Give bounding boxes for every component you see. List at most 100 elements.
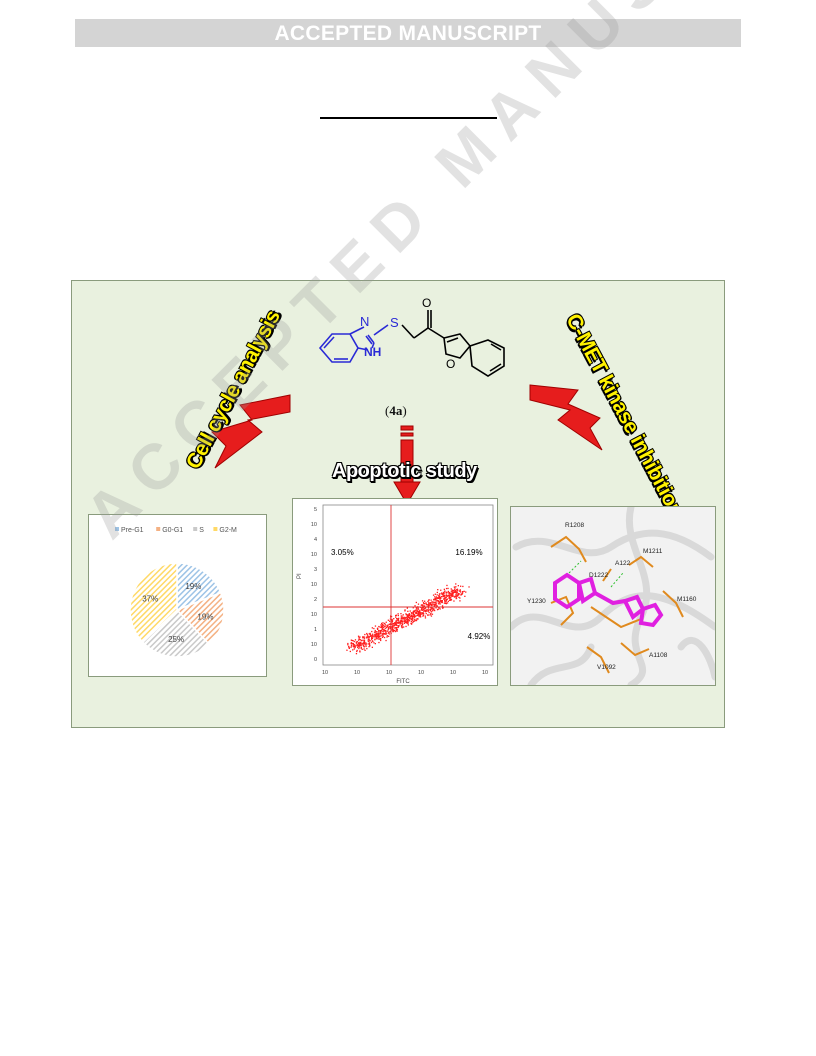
flow-event-dot <box>433 608 435 610</box>
x-tick-label: 10 <box>418 670 424 676</box>
flow-event-dot <box>378 637 380 639</box>
flow-event-dot <box>364 649 366 651</box>
pie-slice <box>175 591 225 646</box>
flow-event-dot <box>417 614 420 616</box>
flow-event-dot <box>417 613 419 615</box>
flow-event-dot <box>422 614 425 616</box>
flow-event-dot <box>419 611 421 613</box>
flow-event-dot <box>392 626 394 628</box>
flow-event-dot <box>431 601 433 603</box>
flow-event-dot <box>429 614 431 616</box>
flow-event-dot <box>421 608 423 610</box>
flow-event-dot <box>383 622 386 625</box>
flow-event-dot <box>374 639 376 641</box>
flow-event-dot <box>444 600 446 602</box>
flow-event-dot <box>437 603 440 605</box>
flow-event-dot <box>449 599 451 601</box>
flow-event-dot <box>441 593 443 595</box>
flow-event-dot <box>381 624 383 626</box>
flow-event-dot <box>410 622 412 625</box>
flow-event-dot <box>393 625 395 627</box>
flow-event-dot <box>365 636 368 638</box>
flow-event-dot <box>389 631 391 633</box>
flow-event-dot <box>382 628 384 630</box>
flow-event-dot <box>433 603 435 606</box>
flow-event-dot <box>369 633 371 635</box>
flow-event-dot <box>411 615 413 617</box>
flow-event-dot <box>451 593 453 595</box>
flow-event-dot <box>438 600 440 603</box>
flow-event-dot <box>415 620 417 622</box>
flow-event-dot <box>357 646 359 648</box>
flow-event-dot <box>399 620 401 622</box>
flow-event-dot <box>374 643 376 645</box>
residue-label: R1208 <box>565 522 585 529</box>
flow-event-dot <box>451 595 453 597</box>
flow-event-dot <box>407 620 409 622</box>
flow-event-dot <box>373 642 375 644</box>
accepted-manuscript-banner: ACCEPTED MANUSCRIPT <box>75 19 741 47</box>
flow-event-dot <box>384 625 387 627</box>
flow-event-dot <box>444 601 446 603</box>
flow-event-dot <box>393 618 395 620</box>
flow-event-dot <box>391 619 394 621</box>
flow-event-dot <box>394 627 396 629</box>
flow-event-dot <box>410 621 413 623</box>
flow-event-dot <box>363 641 366 644</box>
flow-event-dot <box>458 593 460 595</box>
flow-event-dot <box>380 637 382 640</box>
flow-event-dot <box>447 594 449 597</box>
flow-event-dot <box>388 623 390 625</box>
flow-event-dot <box>414 615 416 617</box>
flow-event-dot <box>374 629 376 632</box>
flow-event-dot <box>461 593 463 595</box>
flow-event-dot <box>459 597 461 599</box>
flow-event-dot <box>374 625 377 627</box>
flow-event-dot <box>422 604 424 606</box>
pie-legend-swatch <box>156 527 161 531</box>
flow-event-dot <box>403 619 406 621</box>
flow-event-dot <box>396 618 398 620</box>
flow-event-dot <box>397 625 399 627</box>
flow-event-dot <box>370 641 373 644</box>
flow-event-dot <box>365 642 367 645</box>
flow-event-dot <box>445 587 448 590</box>
flow-event-dot <box>362 636 364 638</box>
flow-event-dot <box>459 600 461 602</box>
flow-event-dot <box>368 633 370 635</box>
flow-event-dot <box>426 610 428 612</box>
residue-label: V1092 <box>597 664 616 671</box>
residue-sticks <box>550 535 684 674</box>
atom-nh: NH <box>364 345 381 359</box>
flow-event-dot <box>430 612 432 615</box>
flow-event-dot <box>381 635 383 637</box>
residue-label: D1222 <box>589 572 609 579</box>
flow-event-dot <box>366 636 368 638</box>
flow-event-dot <box>376 636 378 638</box>
flow-event-dot <box>429 602 431 604</box>
flow-event-dot <box>445 592 447 594</box>
flow-event-dot <box>403 617 405 619</box>
flow-event-dot <box>442 598 445 600</box>
flow-event-dot <box>369 645 371 647</box>
flow-event-dot <box>452 595 454 597</box>
flow-event-dot <box>358 636 360 638</box>
flow-event-dot <box>452 590 454 592</box>
flow-event-dot <box>433 601 435 603</box>
flow-event-dot <box>436 599 438 601</box>
flow-event-dot <box>368 639 370 641</box>
flow-event-dot <box>348 647 350 649</box>
pie-slice <box>176 562 222 612</box>
flow-event-dot <box>462 591 464 593</box>
flow-event-dot <box>395 627 397 629</box>
y-tick-label: 5 <box>314 507 317 513</box>
flow-event-dot <box>440 589 442 591</box>
flow-event-dot <box>374 638 376 640</box>
flow-event-dot <box>406 615 409 617</box>
flow-event-dot <box>425 604 427 606</box>
flow-event-dot <box>386 636 388 638</box>
flow-event-dot <box>422 605 424 607</box>
flow-event-dot <box>414 609 416 612</box>
flow-event-dot <box>358 644 361 647</box>
flow-event-dot <box>379 635 382 637</box>
